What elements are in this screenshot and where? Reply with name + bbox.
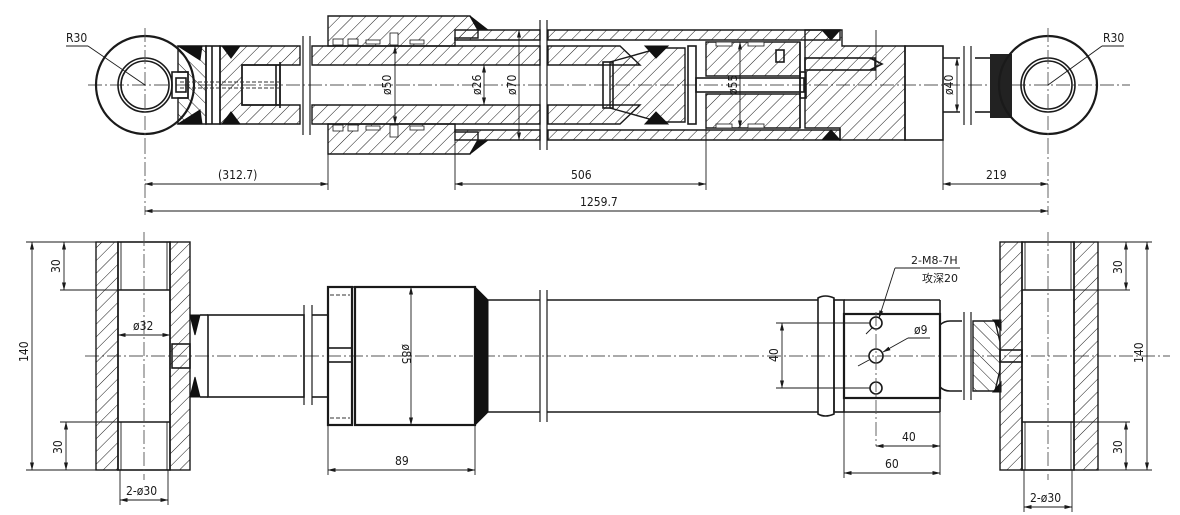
thread-callout: 2-M8-7H [911, 254, 958, 267]
gland-diameter-dim: ø85 [399, 344, 413, 364]
right-segment-dim: 219 [986, 168, 1007, 182]
port-diameter-dim: ø9 [914, 323, 928, 337]
left-eye-inner-diameter-dim: ø32 [133, 319, 153, 333]
gland-external [326, 285, 489, 427]
rod-diameter-label: ø50 [380, 75, 394, 95]
right-eye-bottom-bore-dim: 30 [1111, 440, 1125, 454]
thread-depth-note: 攻深20 [922, 271, 958, 285]
right-eye-block [999, 232, 1099, 480]
right-eye-top-bore-dim: 30 [1111, 260, 1125, 274]
external-view: 140 30 30 ø32 2-ø30 ø85 89 40 2-M8-7H 攻深… [17, 232, 1170, 512]
right-eye-bores-dim: 2-ø30 [1030, 491, 1061, 505]
section-view: R30 R30 ø50 ø26 ø70 ø55 ø40 (312.7) 506 … [66, 15, 1130, 215]
inner-bore-label: ø26 [470, 75, 484, 95]
piston-diameter-label: ø55 [726, 75, 740, 95]
tube-bore-label: ø70 [505, 75, 519, 95]
hole-offset-dim: 40 [902, 430, 916, 444]
left-eye-block [95, 232, 191, 480]
right-eye-radius-label: R30 [1103, 31, 1124, 45]
cap-end [799, 29, 944, 141]
stroke-dim: 506 [571, 168, 592, 182]
right-rod-eye [997, 28, 1099, 215]
end-rod-diameter-label: ø40 [942, 75, 956, 95]
block-length-dim: 60 [885, 457, 899, 471]
left-eye-radius-label: R30 [66, 31, 87, 45]
left-eye-bottom-bore-dim: 30 [51, 440, 65, 454]
left-eye-bores-dim: 2-ø30 [126, 484, 157, 498]
gland-length-dim: 89 [395, 454, 409, 468]
overall-length-dim: 1259.7 [580, 195, 618, 209]
left-eye-top-bore-dim: 30 [49, 259, 63, 273]
hole-spacing-dim: 40 [767, 348, 781, 362]
piston [602, 41, 805, 129]
right-eye-height-dim: 140 [1132, 342, 1146, 363]
left-segment-dim: (312.7) [218, 168, 257, 182]
left-eye-height-dim: 140 [17, 341, 31, 362]
